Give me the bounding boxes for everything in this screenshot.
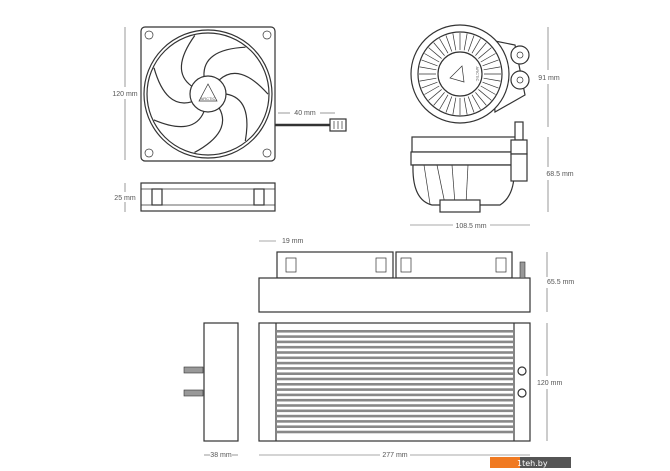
pump-width-label: 108.5 mm [455, 223, 486, 230]
radiator-fin-row [277, 425, 513, 428]
pump-rib [483, 66, 501, 71]
pump-rib [439, 38, 449, 54]
pump-rib [421, 81, 438, 89]
pump-rib [419, 77, 437, 82]
radiator-fin-row [277, 377, 513, 381]
pump-rib [445, 35, 453, 52]
pump-rib [428, 89, 442, 101]
pump-rib [424, 53, 440, 63]
fan-blade [153, 67, 192, 104]
radiator-height-label: 120 mm [537, 380, 562, 387]
fan-side-view [140, 182, 276, 212]
pump-top-view: ARCTIC [410, 24, 530, 124]
pump-rib [475, 42, 487, 56]
radiator-fin-row [277, 383, 513, 386]
radiator-thickness-label: 38 mm [210, 452, 232, 459]
pump-rib [475, 92, 487, 106]
pump-rib [478, 89, 492, 101]
fan-offset-label: 19 mm [282, 238, 304, 245]
fan-cable [275, 118, 347, 132]
radiator-front-view [258, 322, 531, 442]
radiator-fin-row [277, 345, 513, 349]
watermark: 1teh.by [490, 457, 571, 468]
cable-length-label: 40 mm [294, 110, 316, 117]
radiator-fin-row [277, 409, 513, 413]
pump-rib [463, 33, 468, 51]
pump-rib [467, 35, 475, 52]
fan-blade [153, 111, 205, 128]
radiator-fin-row [277, 361, 513, 365]
radiator-fin-row [277, 351, 513, 354]
pump-rib [463, 97, 468, 115]
radiator-fin-row [277, 330, 513, 333]
fan-blade [203, 46, 246, 77]
pump-depth-label: 68.5 mm [546, 171, 573, 178]
watermark-text: 1teh.by [517, 459, 548, 468]
radiator-fin-row [277, 420, 513, 423]
pump-rib [482, 81, 499, 89]
fan-blade [225, 93, 248, 142]
pump-rib [433, 92, 445, 106]
fan-blade [180, 35, 196, 87]
pump-rib [445, 96, 453, 113]
fan-height-label: 120 mm [112, 91, 137, 98]
pump-rib [482, 59, 499, 67]
pump-rib [439, 94, 449, 110]
fan-logo: ARCTIC [201, 96, 216, 101]
pump-rib [421, 59, 438, 67]
pump-rib [471, 38, 481, 54]
radiator-total-thickness-label: 65.5 mm [547, 279, 574, 286]
fan-blade [218, 72, 269, 95]
radiator-fin-row [277, 388, 513, 391]
radiator-fin-row [277, 393, 513, 397]
pump-rib [433, 42, 445, 56]
fan-blade [194, 107, 224, 153]
pump-rib [483, 77, 501, 82]
radiator-side-view [258, 251, 531, 313]
radiator-fin-row [277, 367, 513, 370]
pump-rib [471, 94, 481, 110]
pump-rib [452, 33, 457, 51]
pump-rib [424, 85, 440, 95]
pump-rib [480, 85, 496, 95]
radiator-fin-row [277, 340, 513, 344]
fan-thickness-label: 25 mm [114, 195, 136, 202]
pump-height-label: 91 mm [538, 75, 560, 82]
radiator-fin-row [277, 356, 513, 360]
pump-rib [419, 66, 437, 71]
radiator-fin-row [277, 335, 513, 338]
pump-rib [467, 96, 475, 113]
radiator-fin-row [277, 430, 513, 434]
pump-rib [452, 97, 457, 115]
pump-rib [428, 47, 442, 59]
pump-rib [478, 47, 492, 59]
radiator-length-label: 277 mm [382, 452, 407, 459]
radiator-fin-row [277, 372, 513, 375]
fan-front-view: ARCTIC [140, 26, 276, 162]
pump-logo: ARCTIC [475, 67, 480, 82]
radiator-fin-row [277, 398, 513, 402]
radiator-end-view [183, 322, 239, 442]
radiator-fin-row [277, 404, 513, 407]
pump-side-view [410, 121, 528, 213]
radiator-fin-row [277, 414, 513, 418]
pump-rib [480, 53, 496, 63]
